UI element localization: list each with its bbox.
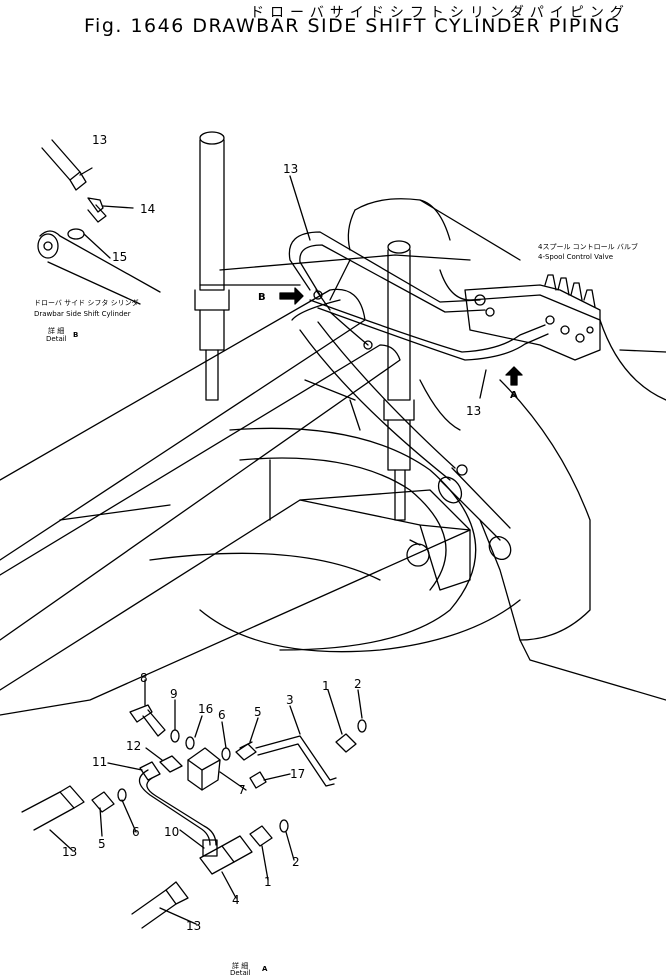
- hydraulic-hoses: [288, 231, 549, 361]
- view-arrow-b-label: B: [258, 292, 266, 303]
- title-english: Fig. 1646 DRAWBAR SIDE SHIFT CYLINDER PI…: [84, 15, 621, 37]
- detail-a-caption-letter: A: [262, 965, 268, 973]
- callout-5-lower: 5: [98, 837, 106, 851]
- circle-plate: [149, 427, 521, 653]
- callout-14: 14: [140, 202, 155, 216]
- callout-8: 8: [140, 671, 148, 685]
- callout-1-lower: 1: [264, 875, 272, 889]
- callout-13-detail-b: 13: [92, 133, 107, 147]
- left-lift-cylinder: [194, 131, 230, 401]
- callout-6-upper: 6: [218, 708, 226, 722]
- callout-2-lower: 2: [292, 855, 300, 869]
- detail-b-caption-jp: 詳 細: [48, 327, 65, 335]
- view-arrow-a: [505, 366, 523, 386]
- callout-3: 3: [286, 693, 294, 707]
- callout-13-lower-hose: 13: [466, 404, 481, 418]
- detail-b-drawing: [37, 139, 161, 305]
- view-arrow-a-label: A: [510, 390, 518, 401]
- cylinder-caption-en: Drawbar Side Shift Cylinder: [34, 310, 131, 318]
- callout-15: 15: [112, 250, 127, 264]
- side-shift-cylinder: [299, 321, 512, 561]
- callout-16: 16: [198, 702, 213, 716]
- control-valve: [464, 274, 601, 361]
- cross-frame: [199, 198, 666, 701]
- drawbar-beam: [0, 288, 471, 716]
- valve-caption-jp: 4スプール コントロール バルブ: [538, 243, 638, 251]
- title-japanese: ドローバサイドシフトシリンダパイピング: [250, 5, 630, 21]
- right-lift-cylinder: [383, 240, 430, 567]
- callout-11: 11: [92, 755, 107, 769]
- callout-7: 7: [238, 783, 246, 797]
- valve-caption-en: 4-Spool Control Valve: [538, 253, 614, 261]
- detail-a-caption-word: Detail: [230, 969, 251, 977]
- view-arrow-b: [279, 287, 304, 305]
- detail-b-caption-word: Detail: [46, 335, 67, 343]
- callout-1-upper: 1: [322, 679, 330, 693]
- callout-6-lower: 6: [132, 825, 140, 839]
- detail-a-caption-jp: 詳 細: [232, 962, 249, 970]
- callout-5-upper: 5: [254, 705, 262, 719]
- callout-2-upper: 2: [354, 677, 362, 691]
- callout-labels: 13 14 15 13 13 8 9 16 6 5 3 1 2 12 11 7 …: [62, 133, 518, 933]
- callout-9: 9: [170, 687, 178, 701]
- callout-17: 17: [290, 767, 305, 781]
- callout-12: 12: [126, 739, 141, 753]
- callout-4: 4: [232, 893, 240, 907]
- callout-13-detail-a-bottom: 13: [186, 919, 201, 933]
- detail-b-caption-letter: B: [73, 331, 79, 339]
- callout-10: 10: [164, 825, 179, 839]
- callout-13-upper-hose: 13: [283, 162, 298, 176]
- detail-a-drawing: [21, 175, 487, 929]
- cylinder-caption-jp: ドローバ サイド シフタ シリンダ: [34, 299, 139, 307]
- callout-13-detail-a-left: 13: [62, 845, 77, 859]
